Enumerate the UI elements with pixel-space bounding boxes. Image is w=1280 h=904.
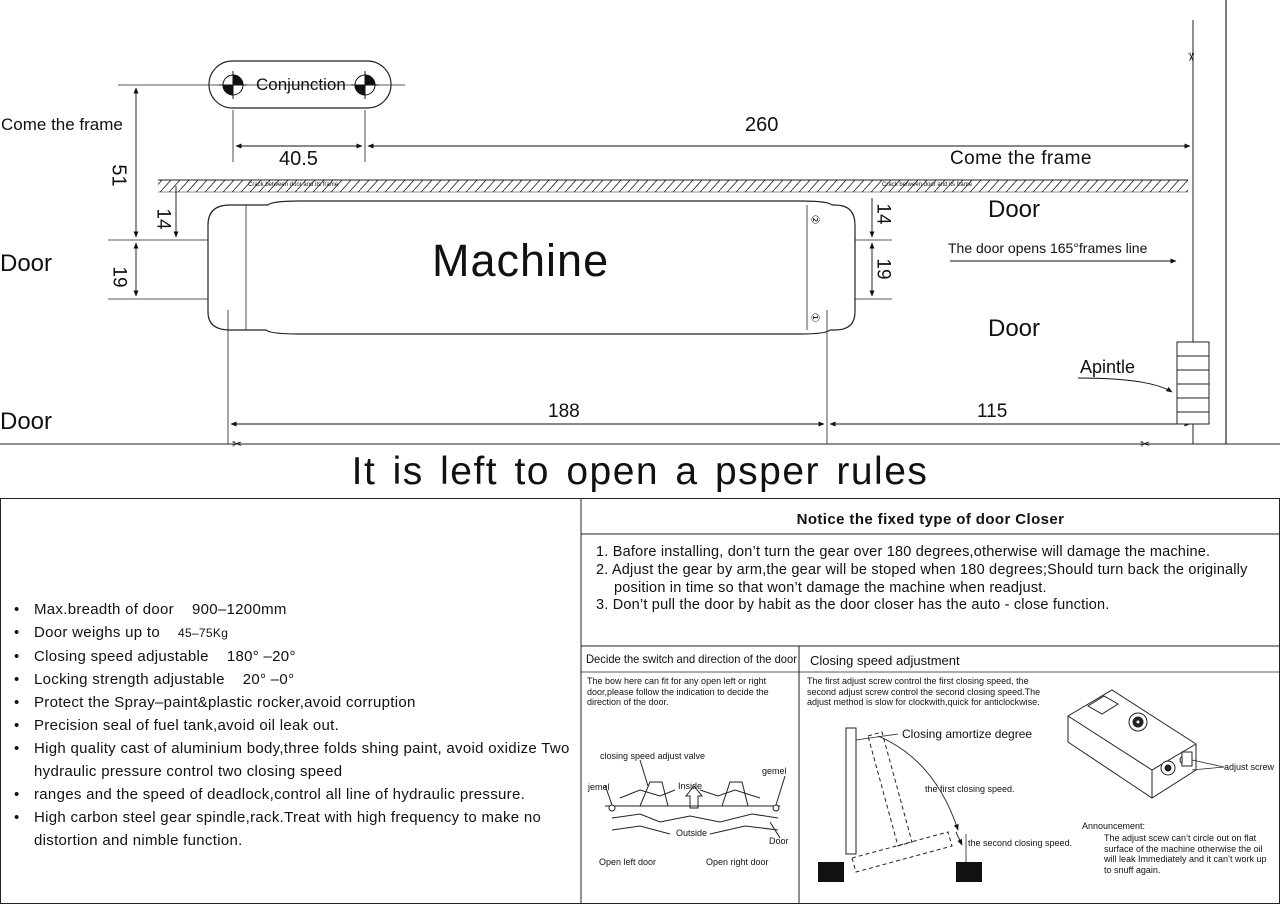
conjunction-label: Conjunction	[256, 75, 346, 94]
feature-item: High quality cast of aluminium body,thre…	[14, 737, 574, 783]
dim-115: 115	[977, 401, 1008, 422]
adjust-screw-label: adjust screw	[1224, 762, 1275, 772]
inside-label: Inside	[678, 781, 703, 791]
machine-body	[207, 200, 856, 335]
crack-label-left: Crack between door and its frame	[248, 182, 339, 188]
valve-label: closing speed adjust valve	[600, 751, 706, 761]
notice-item: 2. Adjust the gear by arm,the gear will …	[596, 561, 1248, 596]
conjunction-slot	[118, 60, 405, 109]
come-the-frame-left: Come the frame	[1, 115, 123, 134]
jemel-label: jemel	[588, 782, 610, 792]
feature-item: Protect the Spray–paint&plastic rocker,a…	[14, 691, 574, 714]
dim-19-left: 19	[108, 266, 130, 288]
dim-19-right: 19	[872, 258, 894, 280]
door-label-2: Door	[0, 408, 53, 435]
door-small-label: Door	[769, 836, 789, 846]
notice-item: 1. Bafore installing, don’t turn the gea…	[596, 544, 1211, 560]
gemel-label: gemel	[762, 766, 787, 776]
come-the-frame-right: Come the frame	[950, 148, 1092, 169]
feature-item: High carbon steel gear spindle,rack.Trea…	[14, 806, 574, 852]
switch-panel-title: Decide the switch and direction of the d…	[586, 652, 797, 666]
notice-item: 3. Don’t pull the door by habit as the d…	[596, 597, 1110, 614]
machine-label: Machine	[432, 235, 610, 286]
apintle-hinge	[1176, 341, 1210, 425]
circle-num-1: ①	[808, 312, 822, 323]
feature-item: Precision seal of fuel tank,avoid oil le…	[14, 714, 574, 737]
apintle-label: Apintle	[1080, 357, 1136, 377]
circle-num-2: ②	[808, 214, 822, 225]
closer-body-sketch	[1067, 689, 1225, 799]
dim-260: 260	[745, 114, 779, 136]
feature-item: ranges and the speed of deadlock,control…	[14, 783, 574, 806]
svg-text:✂: ✂	[1140, 437, 1150, 451]
door-swing-diagram	[845, 727, 967, 873]
frame-hatch	[158, 180, 1188, 192]
announcement-title: Announcement:	[1082, 821, 1146, 831]
speed-panel-desc: The first adjust screw control the first…	[807, 676, 1041, 707]
door-label-3: Door	[988, 196, 1041, 223]
door-label-4: Door	[988, 315, 1041, 342]
door-opens-label: The door opens 165°frames line	[948, 240, 1148, 256]
crack-label-right: Crack between door and its frame	[882, 182, 973, 188]
svg-text:✂: ✂	[232, 437, 242, 451]
notice-title: Notice the fixed type of door Closer	[796, 511, 1065, 528]
main-title: It is left to open a psper rules	[351, 450, 929, 493]
switch-direction-diagram	[604, 759, 786, 839]
svg-text:✂: ✂	[1184, 52, 1198, 62]
switch-panel-desc: The bow here can fit for any open left o…	[587, 676, 769, 707]
outside-label: Outside	[676, 828, 708, 838]
amortize-label: Closing amortize degree	[902, 727, 1033, 741]
dim-40-5: 40.5	[279, 148, 318, 170]
open-left-label: Open left door	[599, 857, 657, 867]
dim-51: 51	[107, 164, 130, 187]
dim-188: 188	[548, 401, 580, 422]
speed-panel-title: Closing speed adjustment	[810, 653, 960, 668]
announcement-text: The adjust scew can’t circle out on flat…	[1104, 833, 1267, 875]
dim-14-right: 14	[872, 203, 894, 225]
open-right-label: Open right door	[706, 857, 769, 867]
notice-list: 1. Bafore installing, don’t turn the gea…	[596, 544, 1268, 615]
door-label-1: Door	[0, 250, 53, 277]
second-speed-label: the second closing speed.	[968, 838, 1073, 848]
dim-14-left: 14	[152, 208, 174, 230]
first-speed-label: the first closing speed.	[925, 784, 1015, 794]
